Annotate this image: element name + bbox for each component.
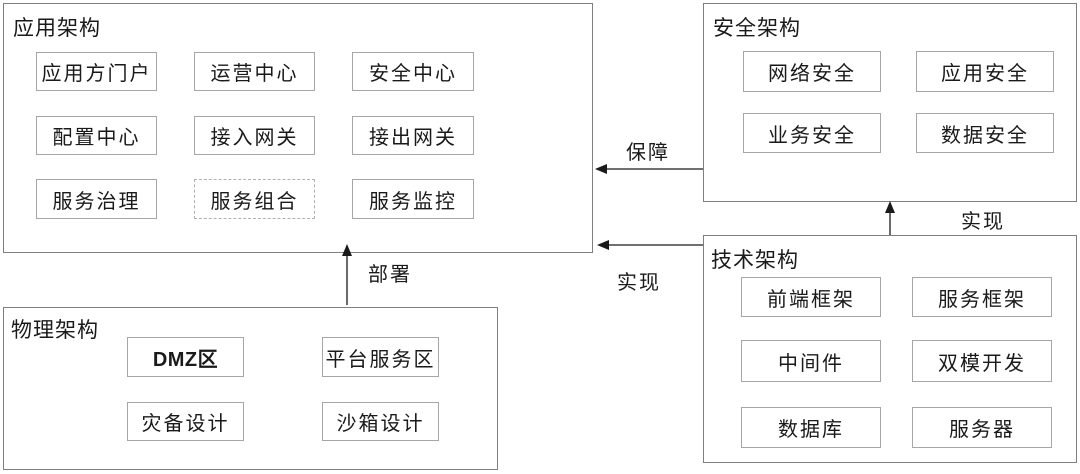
node-middleware: 中间件 bbox=[741, 340, 881, 382]
node-application-security: 应用安全 bbox=[916, 51, 1054, 92]
node-egress-gateway: 接出网关 bbox=[352, 116, 474, 155]
group-title-application: 应用架构 bbox=[13, 17, 101, 40]
node-database: 数据库 bbox=[741, 407, 881, 448]
group-title-technology: 技术架构 bbox=[711, 249, 799, 272]
node-sandbox-design: 沙箱设计 bbox=[322, 402, 439, 441]
node-frontend-framework: 前端框架 bbox=[741, 277, 881, 317]
node-disaster-recovery-design: 灾备设计 bbox=[127, 402, 244, 441]
node-dual-mode-dev: 双模开发 bbox=[912, 340, 1052, 382]
arrow-label-realize-security: 实现 bbox=[961, 211, 1005, 233]
group-technology-architecture: 技术架构 前端框架 服务框架 中间件 双模开发 数据库 服务器 bbox=[703, 235, 1077, 463]
group-title-physical: 物理架构 bbox=[11, 319, 99, 342]
node-service-governance: 服务治理 bbox=[36, 179, 157, 219]
arrow-label-realize-app: 实现 bbox=[617, 272, 661, 294]
arrow-label-guarantee: 保障 bbox=[626, 142, 670, 164]
node-server: 服务器 bbox=[912, 407, 1052, 448]
node-business-security: 业务安全 bbox=[743, 113, 881, 153]
node-service-framework: 服务框架 bbox=[912, 277, 1052, 317]
node-data-security: 数据安全 bbox=[916, 113, 1054, 153]
group-security-architecture: 安全架构 网络安全 应用安全 业务安全 数据安全 bbox=[703, 3, 1077, 202]
arrow-label-deploy: 部署 bbox=[368, 264, 412, 286]
node-service-composition: 服务组合 bbox=[194, 179, 315, 219]
arrow-physical-to-application bbox=[342, 244, 352, 305]
arrow-technology-to-application bbox=[597, 240, 703, 250]
arrow-security-to-application bbox=[595, 164, 703, 174]
group-application-architecture: 应用架构 应用方门户 运营中心 安全中心 配置中心 接入网关 接出网关 服务治理… bbox=[3, 3, 593, 253]
node-app-portal: 应用方门户 bbox=[36, 52, 157, 91]
node-dmz-zone: DMZ区 bbox=[127, 337, 244, 377]
group-physical-architecture: 物理架构 DMZ区 平台服务区 灾备设计 沙箱设计 bbox=[3, 307, 498, 470]
node-operation-center: 运营中心 bbox=[194, 52, 315, 91]
node-platform-service-zone: 平台服务区 bbox=[322, 337, 439, 377]
node-ingress-gateway: 接入网关 bbox=[194, 116, 315, 155]
node-service-monitoring: 服务监控 bbox=[352, 179, 474, 219]
arrow-technology-to-security bbox=[885, 201, 895, 235]
group-title-security: 安全架构 bbox=[713, 17, 801, 40]
node-security-center: 安全中心 bbox=[352, 52, 474, 91]
node-config-center: 配置中心 bbox=[36, 116, 157, 155]
node-network-security: 网络安全 bbox=[743, 51, 881, 92]
